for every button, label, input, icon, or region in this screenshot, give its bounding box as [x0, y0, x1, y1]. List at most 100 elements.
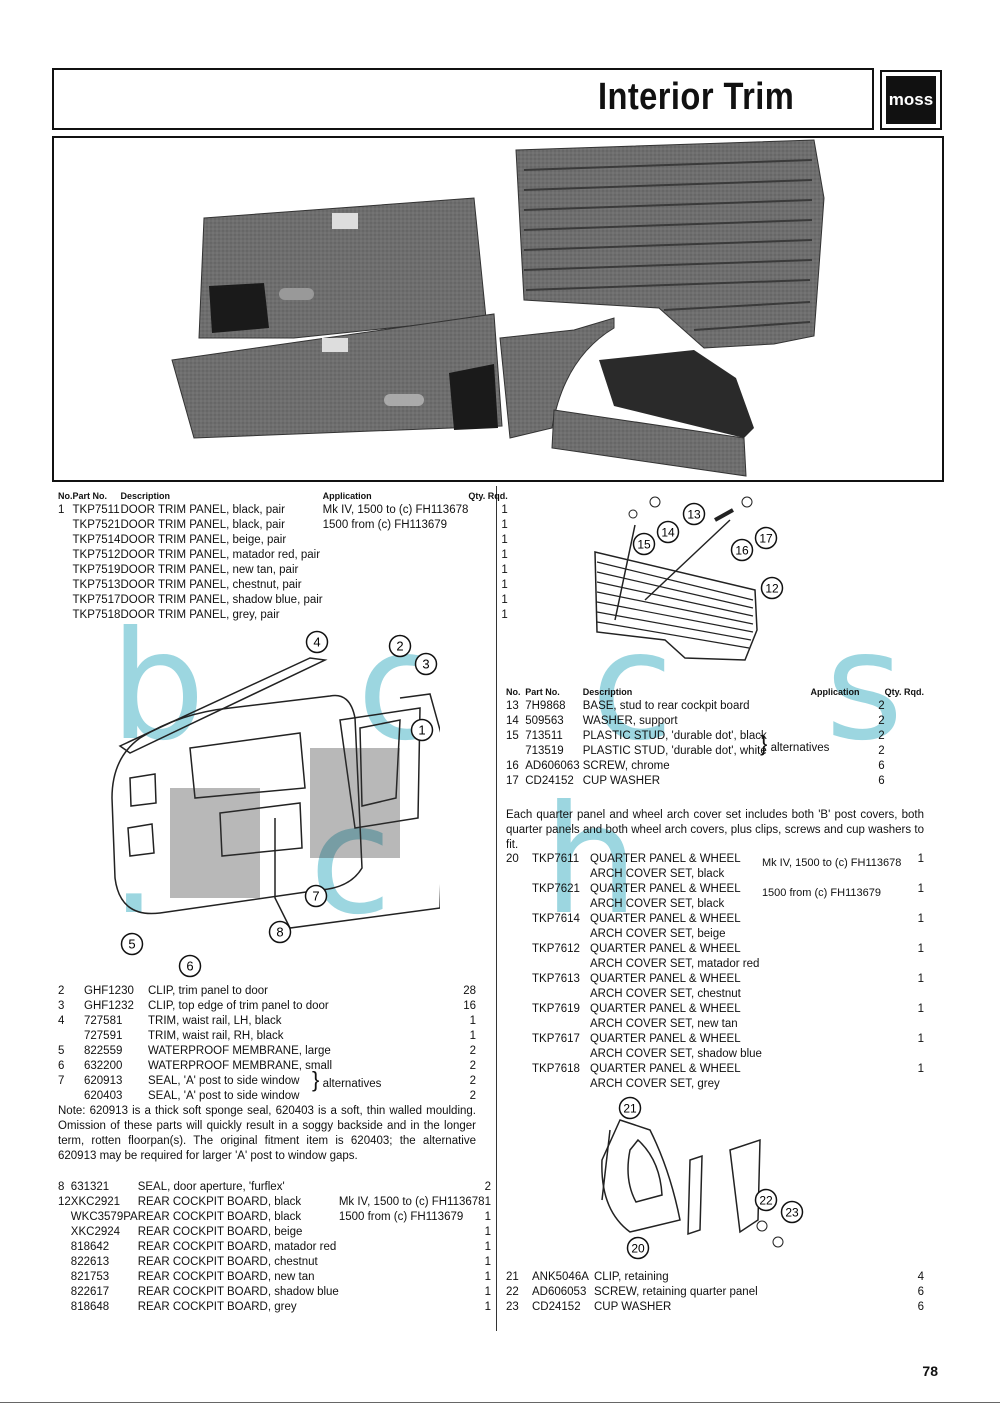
quarter-panel-diagram: [601, 1105, 784, 1248]
cell-part: TKP7517: [72, 594, 121, 606]
cell-no: [58, 1089, 84, 1104]
cell-desc: REAR COCKPIT BOARD, shadow blue: [137, 1286, 339, 1298]
cell-no: 3: [58, 1000, 65, 1012]
desc-line-2: ARCH COVER SET, grey: [590, 1078, 720, 1090]
svg-text:5: 5: [128, 937, 135, 952]
svg-text:15: 15: [637, 538, 651, 552]
cell-qty: 1: [484, 1211, 491, 1223]
cell-desc: SCREW, chrome: [582, 760, 670, 772]
cell-app: [339, 1180, 485, 1195]
cell-part: 713511: [525, 730, 563, 742]
bottom-rule: [0, 1402, 1000, 1403]
col-qty: Qty. Rqd.: [468, 490, 508, 501]
cell-app: 1500 from (c) FH113679: [322, 519, 448, 531]
callout-13: 13: [682, 502, 706, 531]
cell-part: WKC3579PA: [70, 1211, 138, 1223]
desc-line-2: ARCH COVER SET, new tan: [590, 1018, 738, 1030]
svg-text:8: 8: [276, 925, 283, 940]
cell-qty: 6: [917, 1286, 924, 1298]
cell-desc: TRIM, waist rail, LH, black: [148, 1015, 282, 1027]
desc-line-1: QUARTER PANEL & WHEEL: [590, 973, 741, 985]
cell-no: [58, 1300, 71, 1315]
col-app: Application: [810, 686, 860, 697]
cell-app: Mk IV, 1500 to (c) FH113678: [761, 857, 902, 869]
cell-app: [323, 533, 469, 548]
callout-5: 5: [120, 932, 144, 961]
cell-part: 7H9868: [525, 700, 566, 712]
cell-desc: CLIP, trim panel to door: [148, 985, 268, 997]
cell-qty: 1: [917, 853, 924, 865]
seal-note: Note: 620913 is a thick soft sponge seal…: [58, 1105, 476, 1162]
cell-desc: REAR COCKPIT BOARD, matador red: [137, 1241, 337, 1253]
col-qty: Qty. Rqd.: [884, 686, 924, 697]
cell-desc: DOOR TRIM PANEL, matador red, pair: [120, 549, 321, 561]
cell-desc: REAR COCKPIT BOARD, new tan: [137, 1271, 315, 1283]
desc-line-1: QUARTER PANEL & WHEEL: [590, 883, 741, 895]
cell-desc: CLIP, retaining: [594, 1271, 669, 1283]
callout-16: 16: [730, 538, 754, 567]
cell-part: TKP7511: [72, 504, 120, 516]
cell-part: 727591: [84, 1030, 123, 1042]
cell-desc: CUP WASHER: [594, 1301, 672, 1313]
cell-part: GHF1232: [84, 1000, 134, 1012]
cell-qty: 2: [469, 1060, 476, 1072]
callout-1: 1: [410, 718, 434, 747]
cell-part: TKP7514: [72, 534, 121, 546]
cell-no: [506, 1062, 532, 1092]
cell-desc: DOOR TRIM PANEL, shadow blue, pair: [120, 594, 323, 606]
cell-qty: 1: [501, 504, 508, 516]
svg-text:14: 14: [661, 526, 675, 540]
callout-12: 12: [760, 576, 784, 605]
cell-part: 727581: [84, 1015, 123, 1027]
cell-no: 17: [506, 775, 519, 787]
cockpit-board-fixings-table: No. Part No. Description Application Qty…: [506, 684, 924, 789]
cell-no: 12: [58, 1196, 71, 1208]
cell-app: [762, 972, 912, 1002]
cell-part: CD24152: [532, 1301, 581, 1313]
title-box: Interior Trim: [52, 68, 874, 130]
cell-part: TKP7619: [532, 1003, 580, 1015]
cell-desc: PLASTIC STUD, 'durable dot', white: [582, 745, 767, 757]
cell-qty: 16: [463, 1000, 476, 1012]
cell-part: 632200: [84, 1060, 123, 1072]
cell-qty: 2: [469, 1045, 476, 1057]
cell-qty: 1: [917, 883, 924, 895]
callout-6: 6: [178, 954, 202, 983]
cell-qty: 1: [501, 549, 508, 561]
cell-qty: 1: [469, 1030, 476, 1042]
cell-no: 6: [58, 1060, 65, 1072]
callout-7: 7: [304, 884, 328, 913]
cell-part: TKP7521: [72, 519, 121, 531]
cell-qty: 6: [878, 775, 885, 787]
cell-desc: REAR COCKPIT BOARD, chestnut: [137, 1256, 318, 1268]
col-part: Part No.: [525, 686, 560, 697]
desc-line-1: QUARTER PANEL & WHEEL: [590, 853, 741, 865]
door-exploded-diagram: [111, 657, 440, 929]
page-number: 78: [922, 1363, 938, 1379]
column-divider: [496, 486, 497, 1331]
cell-desc: REAR COCKPIT BOARD, black: [137, 1196, 302, 1208]
cell-qty: 1: [484, 1286, 491, 1298]
cell-desc: WATERPROOF MEMBRANE, small: [148, 1060, 333, 1072]
cell-app: [323, 593, 469, 608]
cell-qty: 1: [484, 1256, 491, 1268]
svg-text:17: 17: [759, 532, 773, 546]
cell-app: 1500 from (c) FH113679: [761, 887, 881, 899]
desc-line-2: ARCH COVER SET, black: [590, 868, 725, 880]
callout-2: 2: [388, 634, 412, 663]
cell-part: 822613: [70, 1256, 110, 1268]
